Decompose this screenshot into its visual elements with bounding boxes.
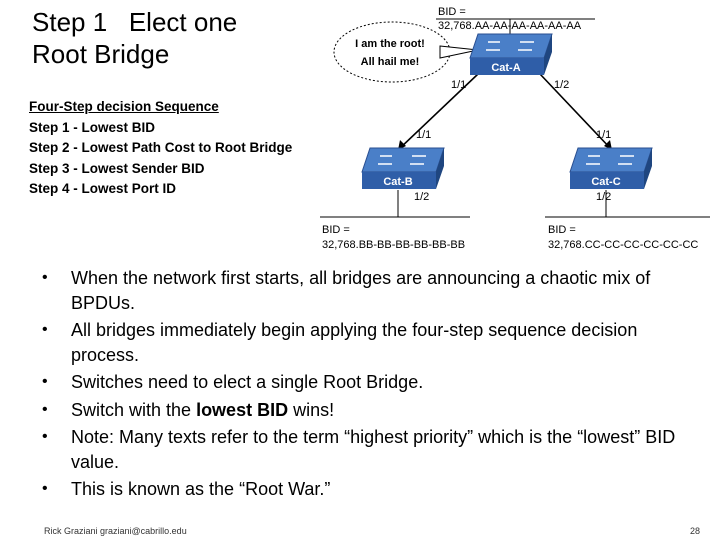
port-c-top: 1/1 bbox=[596, 129, 611, 141]
title-line-1: Step 1 Elect one bbox=[32, 7, 238, 37]
bullet-dot-icon: • bbox=[42, 269, 48, 286]
bid-b-label: BID = bbox=[322, 224, 350, 236]
bullet-list: •When the network first starts, all brid… bbox=[42, 266, 682, 505]
bullet-item: •Note: Many texts refer to the term “hig… bbox=[42, 427, 676, 472]
decision-sequence: Four-Step decision Sequence Step 1 - Low… bbox=[29, 97, 292, 200]
link-a-c bbox=[539, 73, 613, 151]
switch-cat-a: Cat-A bbox=[469, 33, 553, 75]
bullet-dot-icon: • bbox=[42, 428, 48, 445]
bullet-item: •All bridges immediately begin applying … bbox=[42, 320, 638, 365]
bid-c-label: BID = bbox=[548, 224, 576, 236]
title-line-2: Root Bridge bbox=[32, 39, 170, 69]
bullet-item: •When the network first starts, all brid… bbox=[42, 268, 651, 313]
switch-a-label: Cat-A bbox=[491, 62, 520, 74]
footer-author: Rick Graziani graziani@cabrillo.edu bbox=[44, 526, 187, 536]
bid-c-value: 32,768.CC-CC-CC-CC-CC-CC bbox=[548, 239, 698, 251]
bid-a-label: BID = bbox=[438, 6, 466, 18]
port-b-bottom: 1/2 bbox=[414, 191, 429, 203]
bid-b-value: 32,768.BB-BB-BB-BB-BB-BB bbox=[322, 239, 465, 251]
bullet-dot-icon: • bbox=[42, 400, 48, 418]
bullet-dot-icon: • bbox=[42, 321, 48, 338]
port-c-bottom: 1/2 bbox=[596, 191, 611, 203]
port-a-right: 1/2 bbox=[554, 79, 569, 91]
switch-c-label: Cat-C bbox=[591, 176, 620, 188]
bullet-item: •This is known as the “Root War.” bbox=[42, 477, 682, 502]
step-3: Step 3 - Lowest Sender BID bbox=[29, 160, 205, 176]
bid-a-value: 32,768.AA-AA-AA-AA-AA-AA bbox=[438, 20, 582, 32]
step-1: Step 1 - Lowest BID bbox=[29, 119, 156, 135]
bullet-item: •Switch with the lowest BID wins! bbox=[42, 398, 682, 423]
switch-cat-b: Cat-B bbox=[361, 147, 445, 189]
decision-sequence-heading: Four-Step decision Sequence bbox=[29, 99, 219, 114]
switch-cat-c: Cat-C bbox=[569, 147, 653, 189]
step-2: Step 2 - Lowest Path Cost to Root Bridge bbox=[29, 140, 293, 155]
callout-line-2: All hail me! bbox=[361, 56, 420, 68]
port-a-left: 1/1 bbox=[451, 79, 466, 91]
bullet-dot-icon: • bbox=[42, 480, 48, 497]
switch-b-label: Cat-B bbox=[383, 176, 412, 188]
callout-line-1: I am the root! bbox=[355, 38, 425, 50]
page-number: 28 bbox=[689, 526, 700, 536]
network-diagram: I am the root! All hail me! Cat-A Cat-B … bbox=[320, 6, 710, 251]
root-callout: I am the root! All hail me! bbox=[333, 21, 479, 83]
link-a-b bbox=[397, 73, 479, 151]
slide-title: Step 1 Elect one Root Bridge bbox=[32, 6, 332, 70]
step-4: Step 4 - Lowest Port ID bbox=[29, 181, 177, 196]
bullet-item: •Switches need to elect a single Root Br… bbox=[42, 370, 682, 395]
port-b-top: 1/1 bbox=[416, 129, 431, 141]
bullet-dot-icon: • bbox=[42, 373, 48, 390]
